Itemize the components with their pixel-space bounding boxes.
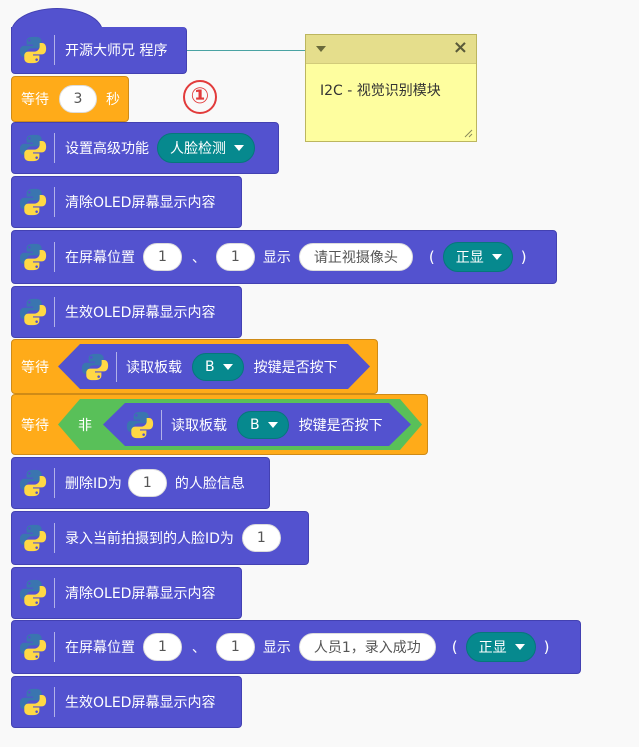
apply-oled-label: 生效OLED屏幕显示内容: [65, 695, 216, 711]
python-icon: [18, 297, 48, 327]
display-mode-dropdown[interactable]: 正显: [442, 242, 513, 272]
seconds-unit: 秒: [106, 92, 120, 108]
oled-show-text-block[interactable]: 在屏幕位置 1 、 1 显示 请正视摄像头 ( 正显 ): [11, 230, 557, 284]
display-text-input[interactable]: 人员1，录入成功: [298, 633, 436, 661]
resize-handle-icon[interactable]: [464, 129, 473, 138]
python-icon: [18, 578, 48, 608]
python-icon: [18, 242, 48, 272]
separator: [54, 632, 55, 662]
position-label: 在屏幕位置: [65, 640, 135, 656]
python-icon: [18, 687, 48, 717]
y-position-input[interactable]: 1: [215, 243, 255, 271]
function-dropdown[interactable]: 人脸检测: [157, 133, 255, 163]
set-function-label: 设置高级功能: [65, 141, 149, 157]
apply-oled-block-2[interactable]: 生效OLED屏幕显示内容: [11, 676, 242, 728]
chevron-down-icon: [491, 254, 502, 260]
position-label: 在屏幕位置: [65, 250, 135, 266]
separator: [54, 578, 55, 608]
display-mode-value: 正显: [455, 250, 484, 266]
clear-oled-label: 清除OLED屏幕显示内容: [65, 195, 216, 211]
apply-oled-label: 生效OLED屏幕显示内容: [65, 305, 216, 321]
button-dropdown[interactable]: B: [237, 411, 289, 439]
apply-oled-block[interactable]: 生效OLED屏幕显示内容: [11, 286, 242, 338]
separator: [54, 133, 55, 163]
clear-oled-block-2[interactable]: 清除OLED屏幕显示内容: [11, 567, 242, 619]
display-text-input[interactable]: 请正视摄像头: [298, 243, 413, 271]
function-dropdown-value: 人脸检测: [170, 141, 226, 157]
program-hat-block[interactable]: 开源大师兄 程序: [11, 27, 187, 74]
display-mode-dropdown[interactable]: 正显: [465, 632, 536, 662]
seconds-input[interactable]: 3: [59, 85, 97, 113]
button-dropdown-value: B: [205, 358, 215, 375]
python-icon: [18, 468, 48, 498]
separator: [54, 523, 55, 553]
set-advanced-function-block[interactable]: 设置高级功能 人脸检测: [11, 122, 279, 174]
hat-label: 开源大师兄 程序: [65, 43, 168, 59]
button-dropdown-value: B: [250, 416, 260, 433]
record-face-block[interactable]: 录入当前拍摄到的人脸ID为 1: [11, 511, 309, 565]
clear-oled-label: 清除OLED屏幕显示内容: [65, 586, 216, 602]
chevron-down-icon: [268, 422, 278, 428]
read-button-boolean[interactable]: 读取板载 B 按键是否按下: [58, 344, 370, 389]
face-info-label: 的人脸信息: [174, 476, 245, 492]
separator: [54, 242, 55, 272]
chevron-down-icon: [514, 644, 525, 650]
close-paren: ): [520, 248, 527, 266]
collapse-caret-icon[interactable]: [316, 46, 326, 52]
python-icon: [18, 133, 48, 163]
chevron-down-icon: [234, 145, 244, 151]
pressed-label: 按键是否按下: [298, 417, 383, 434]
separator: [116, 352, 117, 382]
step-marker: ①: [183, 80, 217, 114]
open-paren: (: [451, 638, 458, 656]
pressed-label: 按键是否按下: [253, 359, 338, 376]
y-position-input[interactable]: 1: [215, 633, 255, 661]
wait-label: 等待: [21, 92, 49, 108]
comment-text[interactable]: I2C - 视觉识别模块: [320, 83, 441, 99]
button-dropdown[interactable]: B: [192, 353, 244, 381]
wait-until-not-label: 等待: [21, 417, 49, 434]
clear-oled-block[interactable]: 清除OLED屏幕显示内容: [11, 176, 242, 228]
display-mode-value: 正显: [478, 640, 507, 656]
show-label: 显示: [262, 250, 291, 266]
record-id-input[interactable]: 1: [241, 524, 281, 552]
delete-id-input[interactable]: 1: [127, 469, 167, 497]
close-paren: ): [543, 638, 550, 656]
python-icon: [125, 410, 155, 440]
python-icon: [18, 632, 48, 662]
close-icon[interactable]: ×: [452, 37, 468, 58]
x-position-input[interactable]: 1: [143, 633, 182, 661]
wait-until-label: 等待: [21, 359, 49, 376]
open-paren: (: [428, 248, 435, 266]
separator: [54, 35, 55, 65]
not-label: 非: [78, 417, 92, 434]
delete-id-label: 删除ID为: [65, 476, 122, 492]
separator: [54, 187, 55, 217]
oled-show-text-block-2[interactable]: 在屏幕位置 1 、 1 显示 人员1，录入成功 ( 正显 ): [11, 620, 581, 674]
python-icon: [80, 352, 110, 382]
position-separator: 、: [191, 250, 206, 266]
separator: [161, 410, 162, 440]
show-label: 显示: [262, 640, 291, 656]
x-position-input[interactable]: 1: [143, 243, 182, 271]
python-icon: [18, 35, 48, 65]
wait-seconds-block[interactable]: 等待 3 秒: [11, 76, 129, 122]
position-separator: 、: [191, 640, 206, 656]
comment-connector: [187, 50, 305, 51]
separator: [54, 297, 55, 327]
read-board-label: 读取板载: [126, 359, 182, 376]
chevron-down-icon: [223, 364, 233, 370]
separator: [54, 468, 55, 498]
separator: [54, 687, 55, 717]
python-icon: [18, 187, 48, 217]
python-icon: [18, 523, 48, 553]
read-button-boolean-inner[interactable]: 读取板载 B 按键是否按下: [103, 403, 411, 446]
comment-note[interactable]: × I2C - 视觉识别模块: [305, 34, 477, 142]
read-board-label: 读取板载: [171, 417, 227, 434]
record-face-label: 录入当前拍摄到的人脸ID为: [65, 531, 234, 547]
delete-face-block[interactable]: 删除ID为 1 的人脸信息: [11, 457, 270, 509]
comment-header[interactable]: ×: [306, 35, 476, 64]
